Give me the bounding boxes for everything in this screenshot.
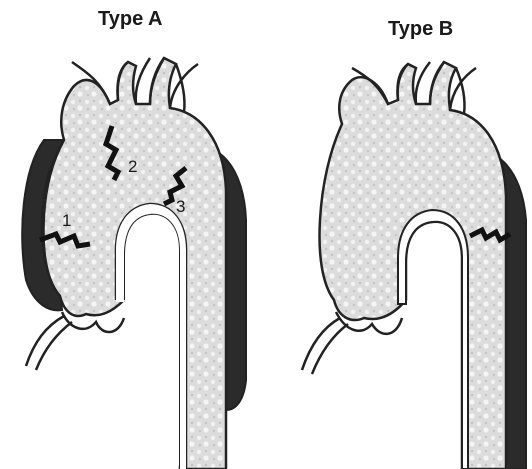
type-b-true-lumen	[320, 62, 506, 469]
type-b-inner-arch-gap	[398, 210, 468, 469]
tear-label-1: 1	[62, 211, 71, 230]
type-b-coronary-vessel	[302, 318, 348, 374]
tear-label-3: 3	[176, 197, 185, 216]
tear-label-2: 2	[128, 157, 137, 176]
type-a-inner-arch-wall-2	[124, 214, 180, 469]
type-b-aorta	[302, 62, 526, 469]
type-a-aorta: 1 2 3	[22, 58, 246, 469]
type-a-coronary-vessel	[26, 316, 72, 370]
